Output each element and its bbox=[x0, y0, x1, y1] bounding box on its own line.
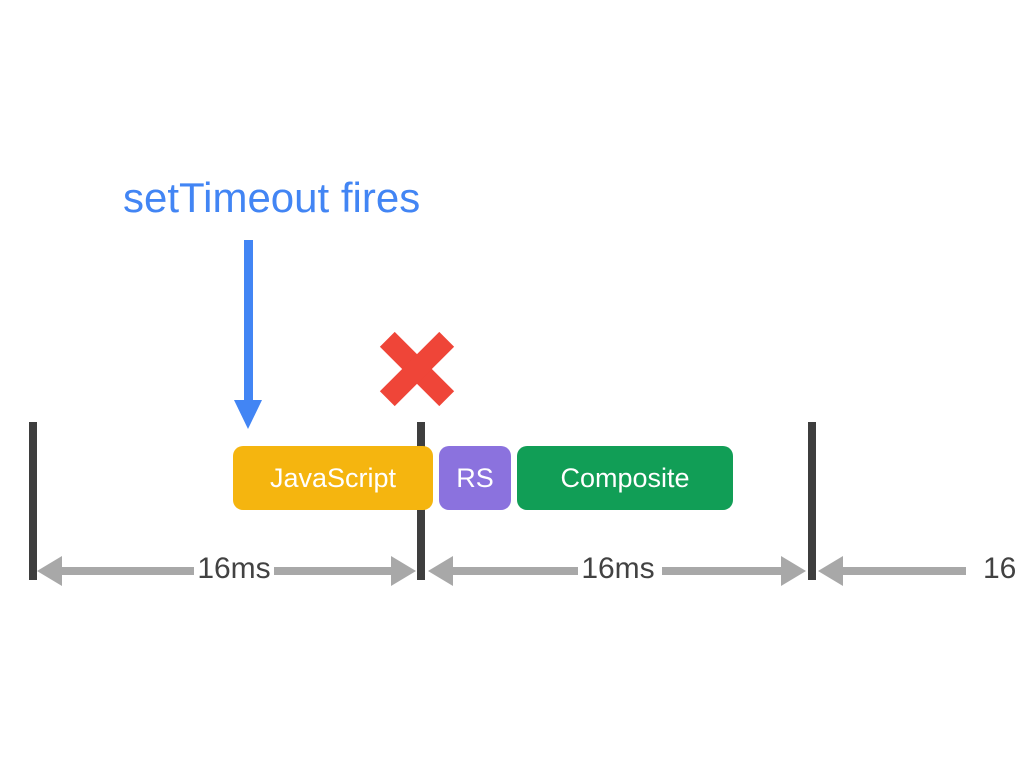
task-block-composite: Composite bbox=[517, 446, 733, 510]
blue-arrow-shaft bbox=[244, 240, 253, 402]
task-block-composite-label: Composite bbox=[560, 462, 690, 493]
frame-boundary-1 bbox=[29, 422, 37, 580]
arrowhead-right-icon bbox=[781, 556, 806, 586]
measure-line bbox=[274, 567, 393, 575]
blue-arrow-head bbox=[234, 400, 262, 429]
interval-3-label: 16 bbox=[983, 552, 1017, 585]
measure-line bbox=[662, 567, 783, 575]
arrowhead-left-icon bbox=[37, 556, 62, 586]
frame-boundary-3 bbox=[808, 422, 816, 580]
measure-line bbox=[451, 567, 578, 575]
task-block-rs: RS bbox=[439, 446, 511, 510]
task-block-javascript-label: JavaScript bbox=[269, 462, 397, 493]
task-block-javascript: JavaScript bbox=[233, 446, 433, 510]
measure-line bbox=[841, 567, 966, 575]
arrowhead-right-icon bbox=[391, 556, 416, 586]
interval-1-label: 16ms bbox=[197, 552, 271, 585]
measure-line bbox=[60, 567, 194, 575]
task-block-rs-label: RS bbox=[456, 462, 494, 493]
arrowhead-left-icon bbox=[818, 556, 843, 586]
arrowhead-left-icon bbox=[428, 556, 453, 586]
interval-2-label: 16ms bbox=[581, 552, 655, 585]
red-x-icon bbox=[379, 331, 455, 407]
settimeout-fires-label: setTimeout fires bbox=[123, 174, 421, 221]
